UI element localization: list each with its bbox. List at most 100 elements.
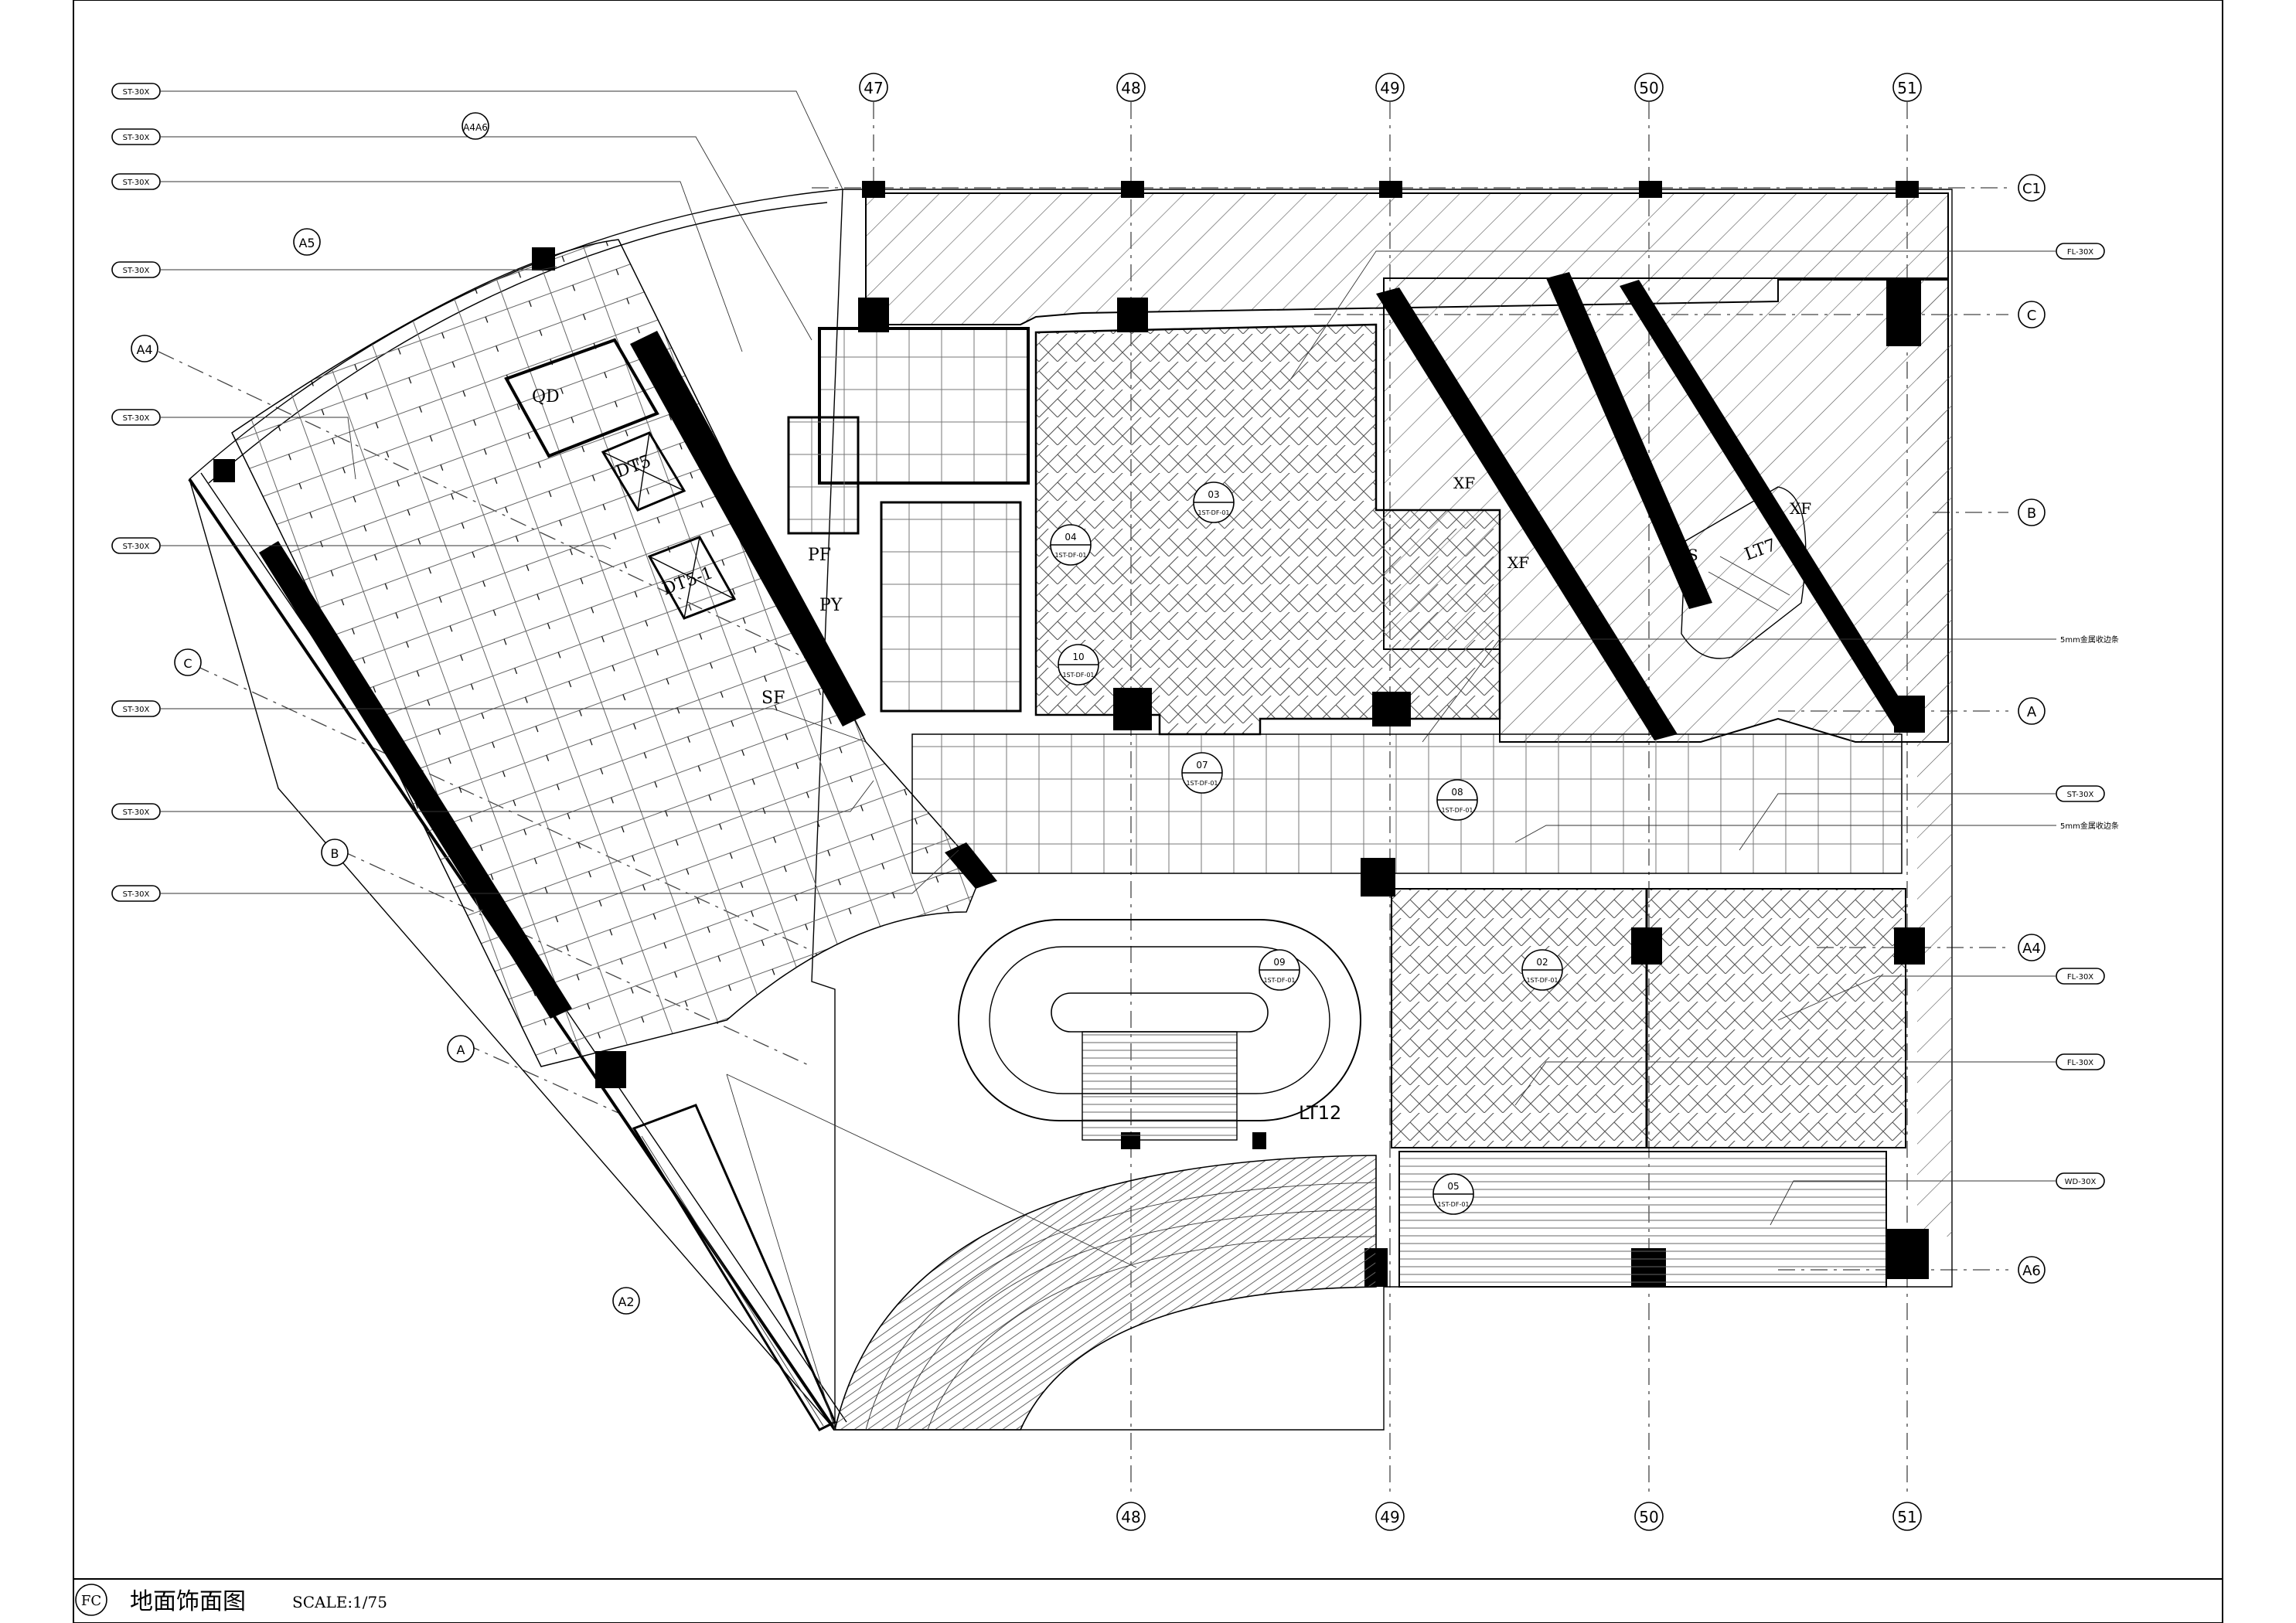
section-markers: 03 1ST-DF-01 04 1ST-DF-01 10 1ST-DF-01 0… xyxy=(1050,481,1563,1215)
elevator-shafts xyxy=(504,338,737,620)
room-label-sf: SF xyxy=(761,689,785,708)
material-tag-right: 5mm金属收边条 xyxy=(1422,635,2119,743)
svg-text:47: 47 xyxy=(864,79,883,97)
material-tag-left: ST-30X xyxy=(111,409,356,480)
axis-bubble-48-bottom: 48 xyxy=(1116,1502,1146,1531)
svg-text:07: 07 xyxy=(1196,760,1208,771)
svg-text:03: 03 xyxy=(1208,489,1219,500)
svg-text:48: 48 xyxy=(1121,79,1140,97)
section-marker-02: 02 1ST-DF-01 xyxy=(1521,949,1563,991)
axis-bubble-c1: C1 xyxy=(2018,174,2046,202)
svg-text:05: 05 xyxy=(1447,1181,1459,1192)
axis-bubble-c-left: C xyxy=(174,648,202,676)
svg-text:49: 49 xyxy=(1380,79,1399,97)
svg-text:ST-30X: ST-30X xyxy=(123,808,150,817)
axis-bubble-a-left: A xyxy=(447,1035,475,1063)
svg-text:51: 51 xyxy=(1897,1508,1916,1526)
axis-bubbles-right: C1 C B A A4 A6 xyxy=(2018,174,2046,1284)
svg-text:ST-30X: ST-30X xyxy=(123,706,150,714)
drawing-title: 地面饰面图 xyxy=(130,1588,246,1615)
svg-text:51: 51 xyxy=(1897,79,1916,97)
room-label-py: PY xyxy=(819,596,843,615)
svg-text:1ST-DF-01: 1ST-DF-01 xyxy=(1263,977,1295,984)
svg-text:04: 04 xyxy=(1065,532,1076,543)
svg-text:49: 49 xyxy=(1380,1508,1399,1526)
svg-text:C1: C1 xyxy=(2022,181,2041,197)
svg-text:ST-30X: ST-30X xyxy=(123,414,150,423)
svg-text:A6: A6 xyxy=(2022,1263,2041,1279)
svg-text:09: 09 xyxy=(1273,957,1285,968)
svg-text:ST-30X: ST-30X xyxy=(2067,791,2094,799)
room-label-lt12: LT12 xyxy=(1299,1102,1341,1124)
room-label-qd: QD xyxy=(532,387,560,407)
title-block: FC 地面饰面图 SCALE:1/75 xyxy=(75,1584,387,1616)
svg-text:ST-30X: ST-30X xyxy=(123,134,150,142)
axis-bubble-50-bottom: 50 xyxy=(1634,1502,1664,1531)
material-tag-left: ST-30X xyxy=(111,537,611,554)
svg-text:10: 10 xyxy=(1072,652,1084,662)
svg-text:ST-30X: ST-30X xyxy=(123,890,150,899)
svg-text:A: A xyxy=(2027,704,2037,720)
axis-bubble-a4: A4 xyxy=(2018,934,2046,961)
svg-text:1ST-DF-01: 1ST-DF-01 xyxy=(1062,672,1094,679)
material-tag-right: FL-30X xyxy=(1514,1053,2105,1106)
axis-bubbles-top: 47 48 49 50 51 xyxy=(859,73,1922,102)
axis-bubble-b: B xyxy=(2018,498,2046,526)
svg-text:ST-30X: ST-30X xyxy=(123,267,150,275)
svg-text:ST-30X: ST-30X xyxy=(123,179,150,187)
room-label-pf: PF xyxy=(808,546,831,565)
svg-text:A: A xyxy=(457,1043,465,1057)
svg-text:A4: A4 xyxy=(136,342,152,357)
stone-tile-floor xyxy=(231,239,1903,1067)
svg-text:08: 08 xyxy=(1451,787,1463,798)
herringbone-floors xyxy=(1034,323,1906,1148)
svg-text:5mm金属收边条: 5mm金属收边条 xyxy=(2060,635,2119,645)
section-marker-03: 03 1ST-DF-01 xyxy=(1193,481,1235,523)
axis-bubble-a: A xyxy=(2018,697,2046,725)
svg-text:50: 50 xyxy=(1639,1508,1658,1526)
section-marker-10: 10 1ST-DF-01 xyxy=(1058,644,1099,686)
axis-bubble-51-bottom: 51 xyxy=(1892,1502,1922,1531)
material-tag-right: ST-30X xyxy=(1739,785,2105,851)
axis-bubble-49: 49 xyxy=(1375,73,1405,102)
material-tag-right: FL-30X xyxy=(1290,243,2105,379)
svg-text:FL-30X: FL-30X xyxy=(2067,248,2093,257)
section-marker-05: 05 1ST-DF-01 xyxy=(1432,1173,1474,1215)
svg-text:WD-30X: WD-30X xyxy=(2065,1178,2097,1186)
room-label-xf-3: XF xyxy=(1790,499,1811,518)
section-marker-07: 07 1ST-DF-01 xyxy=(1181,752,1223,794)
axis-bubble-49-bottom: 49 xyxy=(1375,1502,1405,1531)
svg-text:1ST-DF-01: 1ST-DF-01 xyxy=(1054,552,1086,559)
svg-text:1ST-DF-01: 1ST-DF-01 xyxy=(1526,977,1558,984)
svg-text:50: 50 xyxy=(1639,79,1658,97)
feature-staircase xyxy=(958,919,1361,1141)
axis-bubble-a4a6-left: A4A6 xyxy=(462,112,489,140)
material-tag-left: ST-30X xyxy=(111,261,557,278)
material-tag-left: ST-30X xyxy=(111,173,743,352)
material-tag-left: ST-30X xyxy=(111,780,874,820)
axis-bubble-c: C xyxy=(2018,301,2046,328)
svg-text:ST-30X: ST-30X xyxy=(123,88,150,97)
svg-text:48: 48 xyxy=(1121,1508,1140,1526)
material-tag-left: ST-30X xyxy=(111,83,843,190)
section-marker-04: 04 1ST-DF-01 xyxy=(1050,524,1092,566)
svg-text:B: B xyxy=(2027,505,2036,522)
material-tags-left: ST-30X ST-30X ST-30X ST-30X ST-30X ST-30… xyxy=(111,83,959,902)
svg-text:FL-30X: FL-30X xyxy=(2067,1059,2093,1067)
section-marker-09: 09 1ST-DF-01 xyxy=(1259,949,1300,991)
section-marker-08: 08 1ST-DF-01 xyxy=(1436,779,1478,821)
svg-text:ST-30X: ST-30X xyxy=(123,543,150,551)
curved-ramp xyxy=(833,1151,1887,1431)
material-tag-left: ST-30X xyxy=(111,849,959,902)
room-label-xf-1: XF xyxy=(1453,474,1475,492)
axis-bubble-a2-left: A2 xyxy=(612,1287,640,1315)
material-tag-left: ST-30X xyxy=(111,700,867,743)
svg-text:1ST-DF-01: 1ST-DF-01 xyxy=(1437,1201,1469,1208)
material-tag-right: FL-30X xyxy=(1777,968,2105,1021)
drawing-scale: SCALE:1/75 xyxy=(292,1593,387,1611)
axis-bubble-48: 48 xyxy=(1116,73,1146,102)
svg-text:C: C xyxy=(183,656,192,671)
room-label-js: JS xyxy=(1680,546,1698,564)
svg-text:A5: A5 xyxy=(298,236,315,250)
